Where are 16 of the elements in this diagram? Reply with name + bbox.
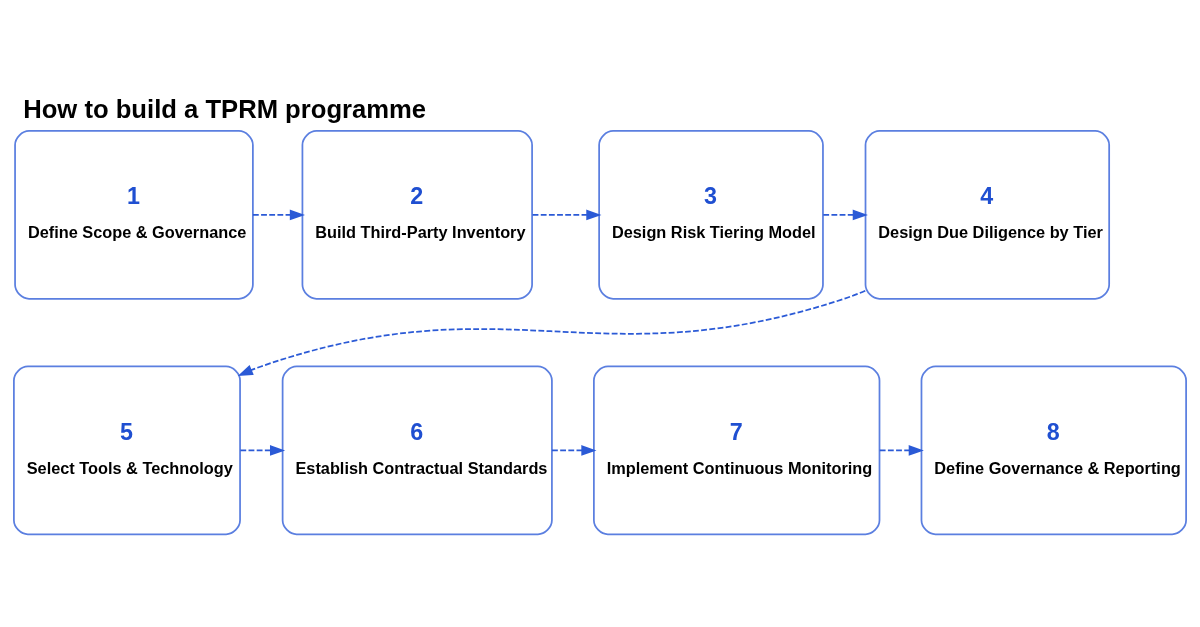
arrow bbox=[531, 209, 602, 220]
node-box: 8 Define Governance & Reporting bbox=[920, 365, 1187, 535]
diagram-title: How to build a TPRM programme bbox=[23, 94, 427, 123]
arrow bbox=[551, 444, 597, 456]
arrow bbox=[822, 209, 868, 220]
arrow bbox=[878, 444, 924, 456]
node-box: 5 Select Tools & Technology bbox=[13, 365, 241, 535]
arrow bbox=[252, 209, 305, 220]
node-box: 1 Define Scope & Governance bbox=[14, 129, 254, 300]
node-box: 2 Build Third-Party Inventory bbox=[301, 129, 533, 300]
arrow bbox=[237, 289, 867, 376]
node-box: 6 Establish Contractual Standards bbox=[281, 365, 553, 535]
arrow bbox=[239, 444, 286, 456]
node-box: 7 Implement Continuous Monitoring bbox=[593, 365, 881, 535]
node-box: 4 Design Due Diligence by Tier bbox=[864, 129, 1111, 300]
node-box: 3 Design Risk Tiering Model bbox=[598, 129, 824, 300]
